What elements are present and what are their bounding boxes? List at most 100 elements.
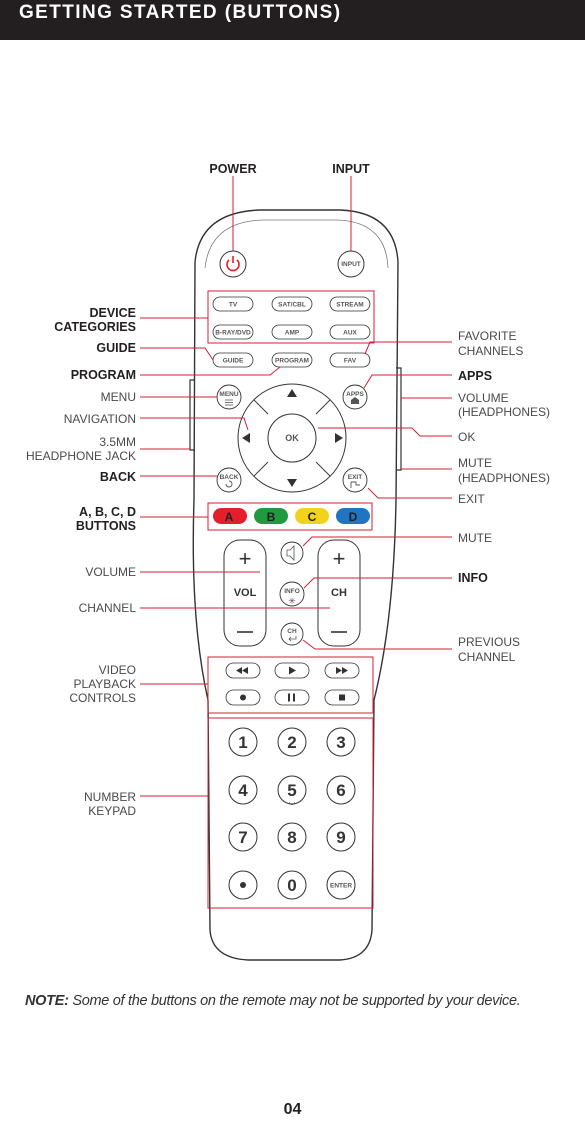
callout-power: POWER: [209, 162, 256, 176]
rewind-icon: [236, 667, 248, 674]
pause-icon: [288, 693, 295, 702]
keypad-box: [207, 717, 374, 909]
callout-guide: GUIDE: [96, 341, 136, 355]
note-label: NOTE:: [25, 993, 69, 1009]
info-button[interactable]: [279, 581, 305, 607]
callout-navigation: NAVIGATION: [64, 412, 136, 426]
number-key-1[interactable]: [228, 727, 258, 757]
header-bar: GETTING STARTED (BUTTONS): [0, 0, 585, 40]
page-number: 04: [283, 1101, 302, 1118]
callout-program: PROGRAM: [71, 368, 136, 382]
program-button[interactable]: [271, 352, 313, 368]
back-arrow-icon: [225, 480, 233, 488]
satcbl-button[interactable]: [271, 296, 313, 312]
callout-favorite-1: FAVORITE: [458, 329, 516, 343]
volume-up-icon: +: [239, 546, 252, 571]
callout-mute: MUTE: [458, 531, 492, 545]
stream-label: STREAM: [336, 302, 363, 309]
dot-icon: [240, 882, 246, 888]
number-key-0-label: 0: [287, 876, 296, 895]
bluray-label: B-RAY/DVD: [215, 330, 251, 337]
number-key-6-label: 6: [336, 781, 345, 800]
amp-label: AMP: [285, 330, 300, 337]
menu-icon: [225, 399, 233, 406]
callout-jack-1: 3.5MM: [99, 435, 136, 449]
callout-apps: APPS: [458, 369, 492, 383]
number-key-4[interactable]: [228, 775, 258, 805]
nav-down-icon[interactable]: [287, 479, 297, 487]
number-key-3-label: 3: [336, 733, 345, 752]
callout-video-1: VIDEO: [99, 663, 136, 677]
enter-label: ENTER: [330, 883, 352, 890]
pause-button[interactable]: [274, 689, 310, 706]
nav-left-icon[interactable]: [242, 433, 250, 443]
callout-keypad-2: KEYPAD: [88, 804, 136, 818]
stop-icon: [339, 694, 345, 701]
number-key-6[interactable]: [326, 775, 356, 805]
aux-label: AUX: [343, 330, 357, 337]
page-title: GETTING STARTED (BUTTONS): [19, 2, 342, 23]
bluray-button[interactable]: [212, 324, 254, 340]
d-button[interactable]: [336, 508, 370, 524]
number-key-5-label: 5: [287, 781, 296, 800]
note-body: Some of the buttons on the remote may no…: [68, 993, 521, 1009]
playback-box: [207, 656, 374, 714]
number-key-9-label: 9: [336, 828, 345, 847]
mute-button[interactable]: [280, 541, 304, 565]
power-button[interactable]: [219, 250, 247, 278]
channel-rocker[interactable]: [317, 539, 361, 647]
callout-device-categories-1: DEVICE: [89, 306, 136, 320]
number-key-0[interactable]: [277, 870, 307, 900]
callout-volhp-1: VOLUME: [458, 391, 509, 405]
exit-icon: [350, 481, 360, 488]
callout-menu: MENU: [101, 390, 136, 404]
number-key-7[interactable]: [228, 822, 258, 852]
callout-video-2: PLAYBACK: [74, 677, 136, 691]
tv-button[interactable]: [212, 296, 254, 312]
exit-label: EXIT: [348, 474, 362, 481]
number-key-1-label: 1: [238, 733, 247, 752]
number-key-2[interactable]: [277, 727, 307, 757]
callout-favorite-2: CHANNELS: [458, 344, 523, 358]
ok-label: OK: [285, 433, 299, 443]
exit-button[interactable]: [342, 467, 368, 493]
note-text: NOTE: Some of the buttons on the remote …: [25, 993, 521, 1009]
prev-channel-label: CH: [287, 628, 297, 635]
channel-up-icon: +: [333, 546, 346, 571]
nav-up-icon[interactable]: [287, 389, 297, 397]
nav-right-icon[interactable]: [335, 433, 343, 443]
callout-volhp-2: (HEADPHONES): [458, 405, 550, 419]
record-icon: [240, 694, 246, 701]
b-button[interactable]: [254, 508, 288, 524]
prev-channel-button[interactable]: [280, 622, 304, 646]
callout-lines: [140, 176, 452, 797]
enter-button[interactable]: [326, 870, 356, 900]
fav-label: FAV: [344, 358, 357, 365]
amp-button[interactable]: [271, 324, 313, 340]
play-icon: [289, 666, 296, 675]
number-key-8[interactable]: [277, 822, 307, 852]
apps-label: APPS: [346, 391, 364, 398]
back-button[interactable]: [216, 467, 242, 493]
callout-volume: VOLUME: [85, 565, 136, 579]
ok-button[interactable]: [267, 413, 317, 463]
device-categories-box: [207, 290, 375, 344]
number-key-8-label: 8: [287, 828, 296, 847]
callout-mutehp-1: MUTE: [458, 456, 492, 470]
aux-button[interactable]: [329, 324, 371, 340]
callout-abcd-1: A, B, C, D: [79, 505, 136, 519]
c-button[interactable]: [295, 508, 329, 524]
volume-rocker[interactable]: [223, 539, 267, 647]
number-key-5[interactable]: [277, 775, 307, 805]
stream-button[interactable]: [329, 296, 371, 312]
tv-label: TV: [229, 302, 238, 309]
number-key-9[interactable]: [326, 822, 356, 852]
number-key-3[interactable]: [326, 727, 356, 757]
c-label: C: [308, 510, 317, 524]
a-button[interactable]: [213, 508, 247, 524]
callout-device-categories-2: CATEGORIES: [54, 320, 136, 334]
callout-back: BACK: [100, 470, 136, 484]
power-icon: [226, 259, 240, 272]
fav-button[interactable]: [329, 352, 371, 368]
back-label: BACK: [220, 474, 239, 481]
